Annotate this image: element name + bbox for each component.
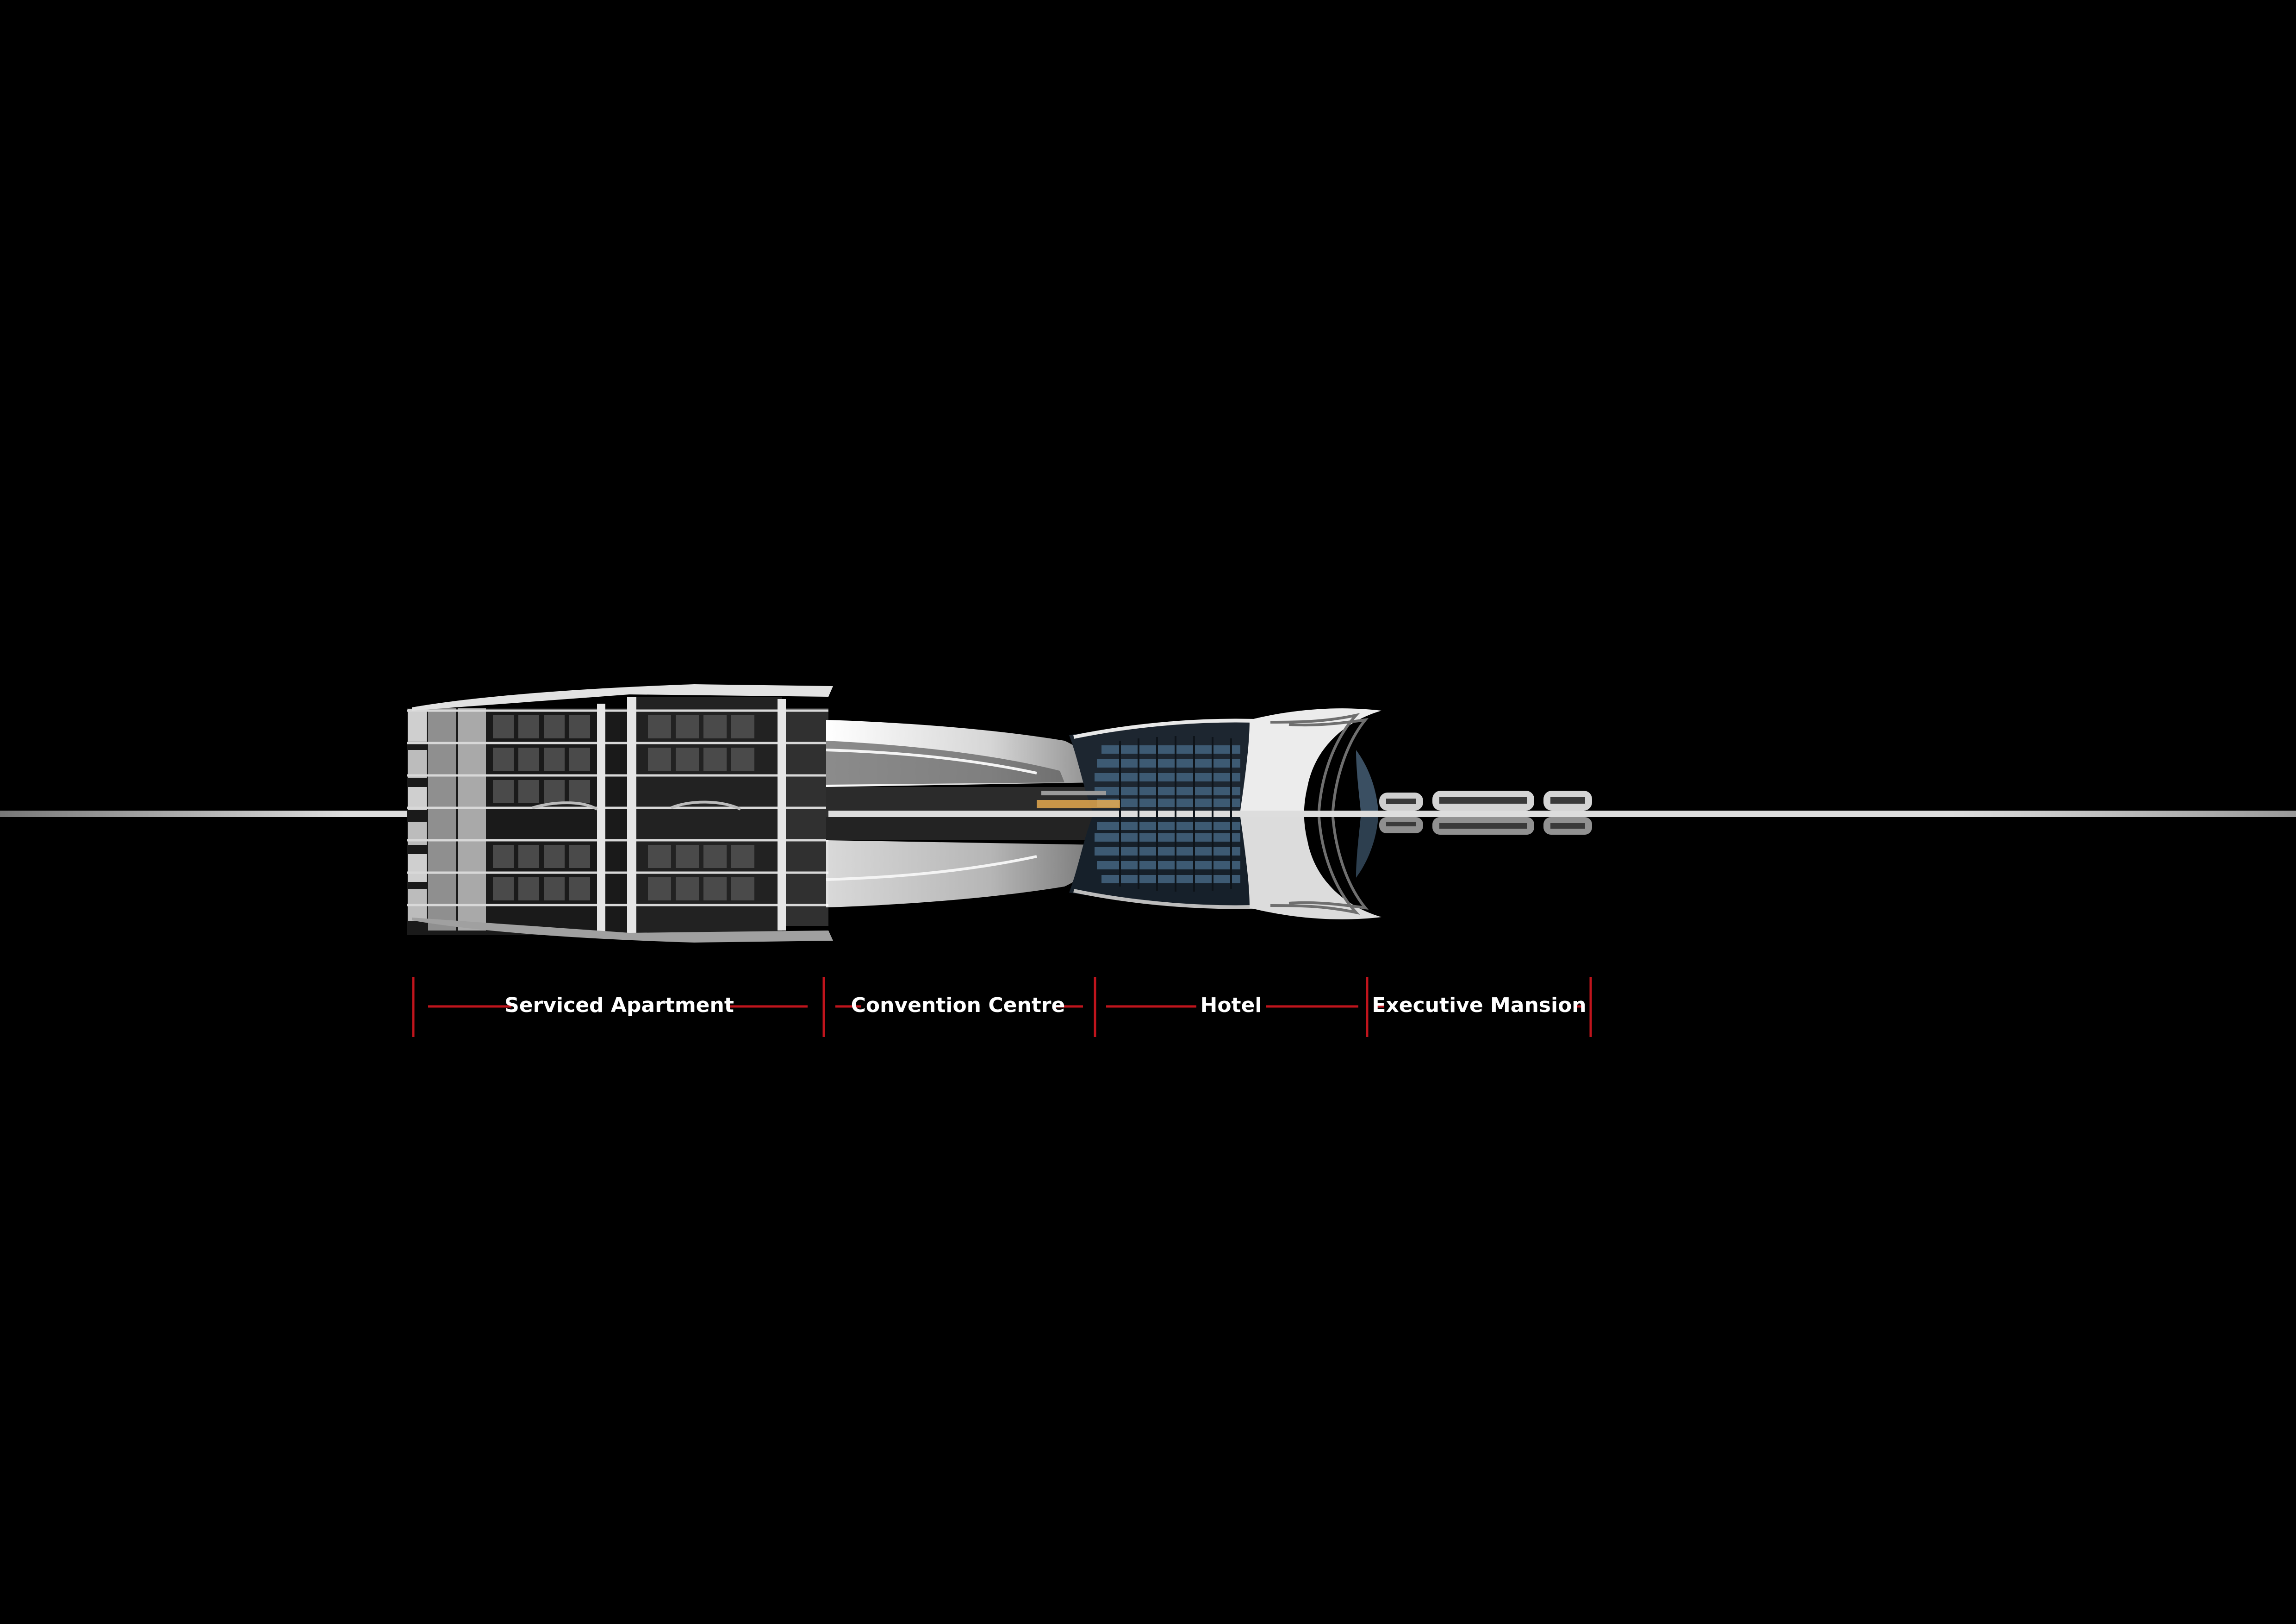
hotel-building — [1037, 708, 1381, 919]
zone-label-executive-mansion: Executive Mansion — [1372, 993, 1587, 1017]
ground-line — [0, 811, 2296, 817]
executive-mansion-buildings — [1379, 791, 1592, 835]
serviced-apartment-building — [407, 684, 833, 943]
zone-dimension-lines — [412, 977, 1592, 1037]
zone-label-hotel: Hotel — [1200, 993, 1262, 1017]
zone-label-serviced-apartment: Serviced Apartment — [504, 993, 734, 1017]
zone-label-convention-centre: Convention Centre — [851, 993, 1065, 1017]
convention-centre-building — [826, 720, 1099, 907]
